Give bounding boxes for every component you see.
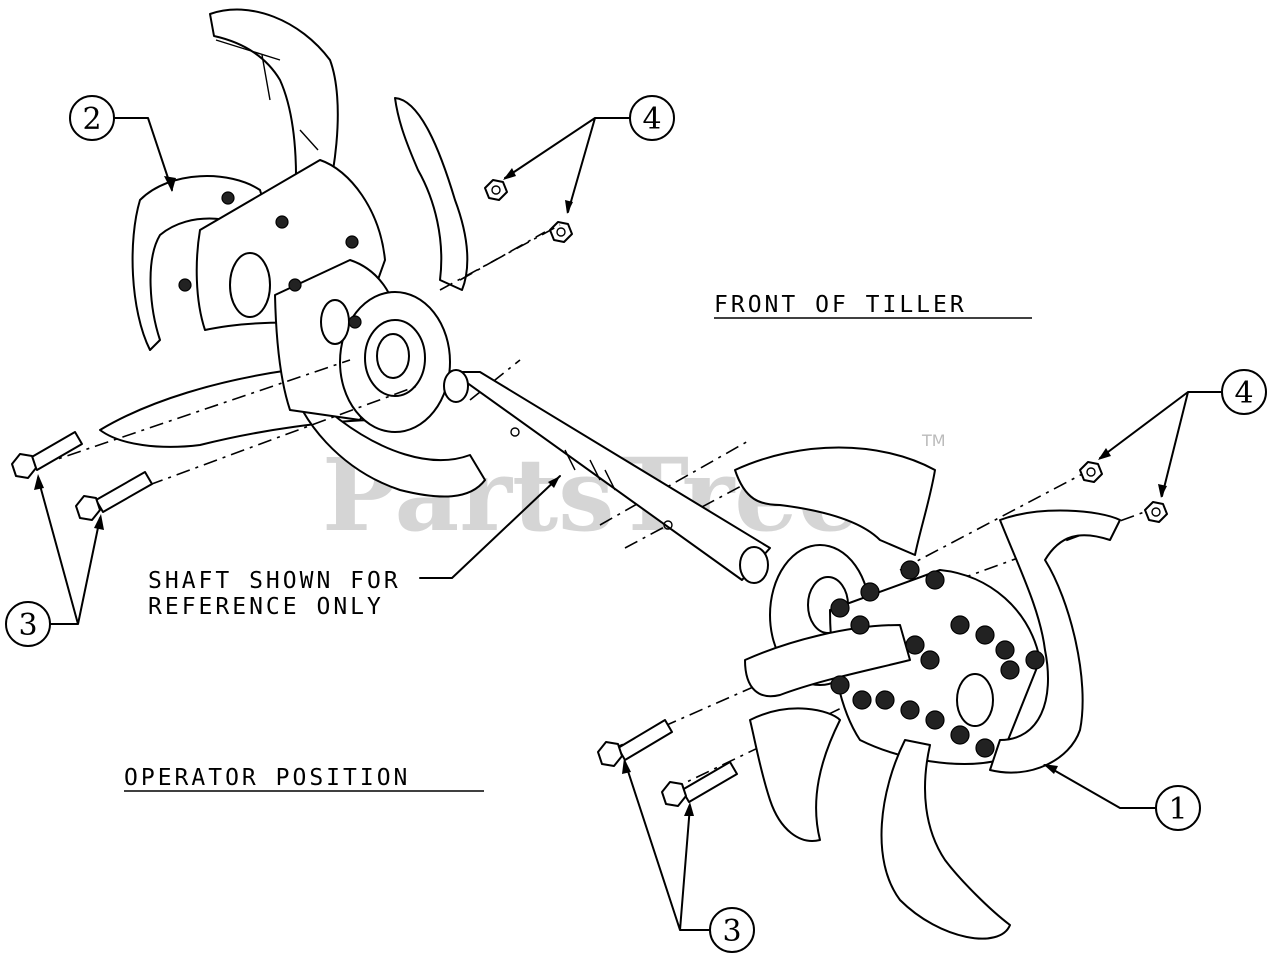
nuts-lower bbox=[1079, 461, 1168, 523]
callout-4-lower: 4 bbox=[1234, 376, 1253, 411]
text-labels: FRONT OF TILLER OPERATOR POSITION SHAFT … bbox=[124, 292, 1032, 792]
upper-tine-assembly bbox=[99, 8, 486, 498]
callout-2: 2 bbox=[82, 102, 101, 137]
shaft bbox=[443, 369, 771, 584]
bolts-left bbox=[11, 431, 153, 521]
callout-1: 1 bbox=[1168, 792, 1187, 827]
shaft-note-line1: SHAFT SHOWN FOR bbox=[148, 568, 401, 594]
bolts-lower bbox=[597, 719, 738, 807]
callouts: 2 4 3 4 1 3 bbox=[5, 95, 1267, 953]
watermark-tm: TM bbox=[921, 431, 946, 450]
front-of-tiller-label: FRONT OF TILLER bbox=[714, 292, 967, 318]
shaft-note-line2: REFERENCE ONLY bbox=[148, 594, 384, 620]
operator-position-label: OPERATOR POSITION bbox=[124, 765, 410, 791]
callout-4-upper: 4 bbox=[642, 102, 661, 137]
nuts-upper bbox=[484, 179, 573, 243]
callout-3-left: 3 bbox=[18, 608, 37, 643]
callout-3-lower: 3 bbox=[722, 914, 741, 949]
lower-tine-assembly bbox=[734, 446, 1121, 940]
